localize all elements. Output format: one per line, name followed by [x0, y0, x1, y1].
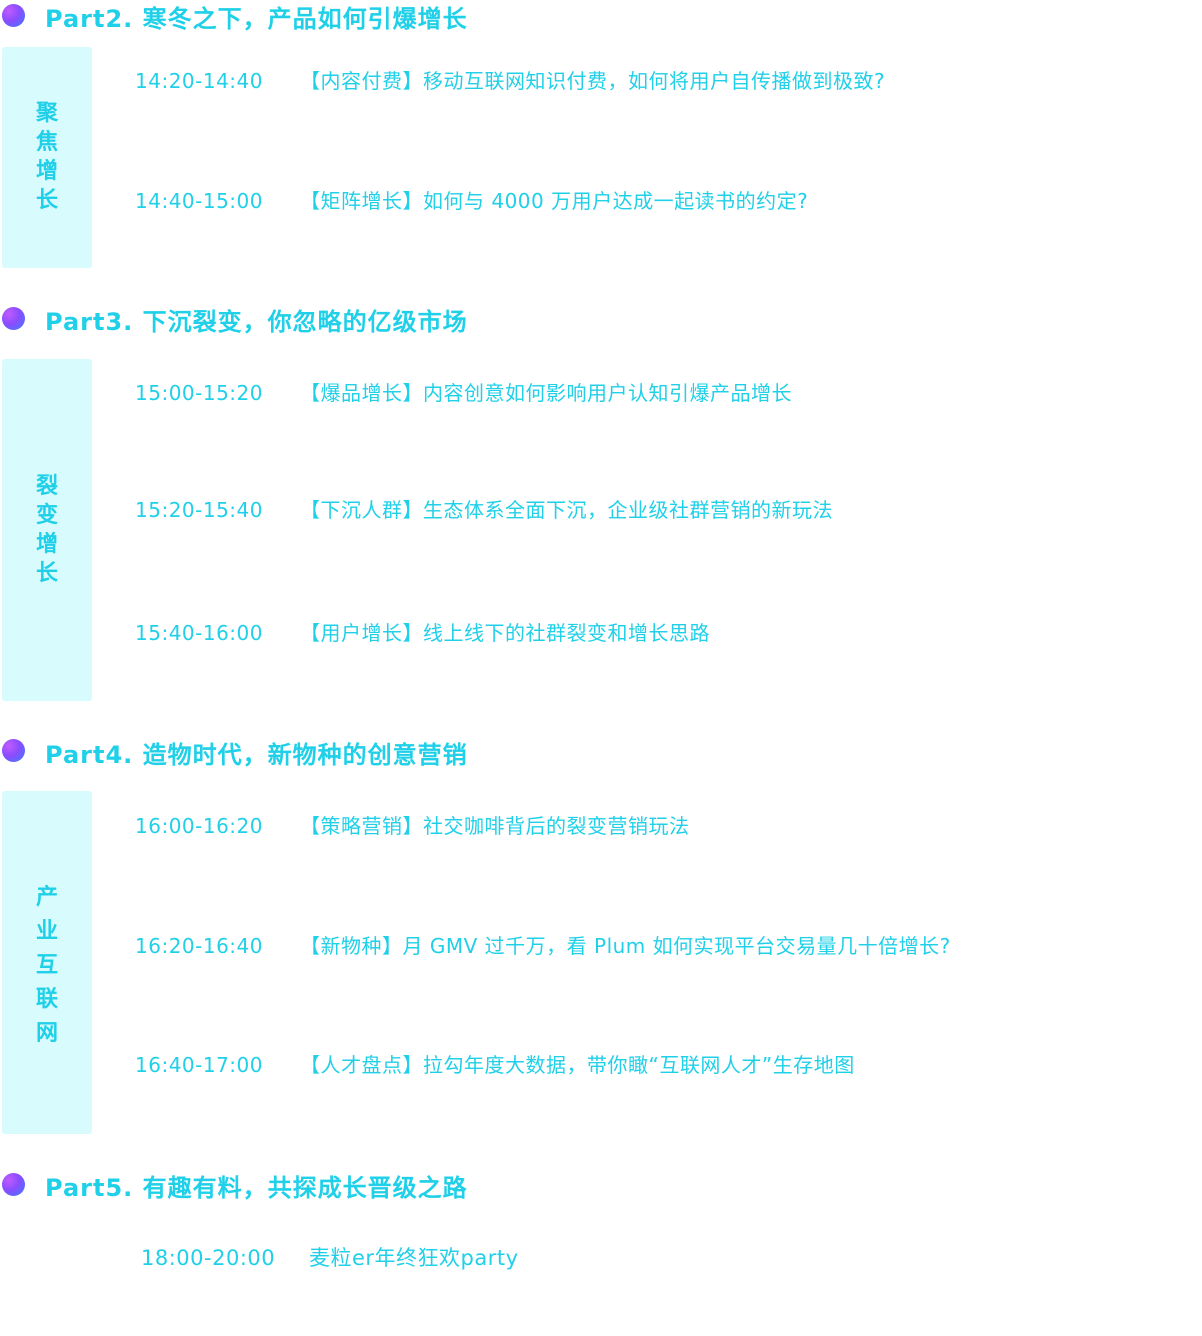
session-time: 16:20-16:40 [135, 934, 263, 958]
session-time: 15:40-16:00 [135, 621, 263, 645]
part3-side-label: 裂 变 增 长 [35, 474, 58, 586]
part2-title: Part2. 寒冬之下，产品如何引爆增长 [45, 5, 468, 33]
bullet-dot-icon [2, 307, 25, 330]
session-row: 14:40-15:00 【矩阵增长】如何与 4000 万用户达成一起读书的约定? [135, 187, 808, 215]
part3-side-box: 裂 变 增 长 [2, 359, 92, 701]
session-row: 18:00-20:00 麦粒er年终狂欢party [141, 1244, 519, 1272]
session-row: 15:40-16:00 【用户增长】线上线下的社群裂变和增长思路 [135, 619, 710, 647]
session-talk: 【下沉人群】生态体系全面下沉，企业级社群营销的新玩法 [300, 498, 833, 522]
bullet-dot-icon [2, 1173, 25, 1196]
part5-title: Part5. 有趣有料，共探成长晋级之路 [45, 1174, 468, 1202]
session-time: 15:00-15:20 [135, 381, 263, 405]
part3-title: Part3. 下沉裂变，你忽略的亿级市场 [45, 308, 468, 336]
bullet-dot-icon [2, 739, 25, 762]
session-time: 14:40-15:00 [135, 189, 263, 213]
part2-side-box: 聚 焦 增 长 [2, 47, 92, 268]
session-row: 16:00-16:20 【策略营销】社交咖啡背后的裂变营销玩法 [135, 812, 690, 840]
session-time: 14:20-14:40 [135, 69, 263, 93]
part4-header: Part4. 造物时代，新物种的创意营销 [0, 735, 600, 769]
part5-header: Part5. 有趣有料，共探成长晋级之路 [0, 1168, 600, 1202]
session-talk: 【内容付费】移动互联网知识付费，如何将用户自传播做到极致? [300, 69, 886, 93]
session-talk: 【矩阵增长】如何与 4000 万用户达成一起读书的约定? [300, 189, 809, 213]
session-talk: 【爆品增长】内容创意如何影响用户认知引爆产品增长 [300, 381, 792, 405]
session-talk: 【人才盘点】拉勾年度大数据，带你瞰“互联网人才”生存地图 [300, 1053, 855, 1077]
session-talk: 【用户增长】线上线下的社群裂变和增长思路 [300, 621, 710, 645]
session-row: 15:00-15:20 【爆品增长】内容创意如何影响用户认知引爆产品增长 [135, 379, 792, 407]
session-time: 16:00-16:20 [135, 814, 263, 838]
part4-title: Part4. 造物时代，新物种的创意营销 [45, 741, 468, 769]
part2-header: Part2. 寒冬之下，产品如何引爆增长 [0, 0, 600, 33]
session-row: 15:20-15:40 【下沉人群】生态体系全面下沉，企业级社群营销的新玩法 [135, 496, 833, 524]
session-talk: 麦粒er年终狂欢party [309, 1246, 519, 1270]
part2-side-label: 聚 焦 增 长 [35, 101, 58, 213]
session-talk: 【新物种】月 GMV 过千万，看 Plum 如何实现平台交易量几十倍增长? [300, 934, 951, 958]
session-time: 16:40-17:00 [135, 1053, 263, 1077]
part4-side-box: 产 业 互 联 网 [2, 791, 92, 1134]
session-talk: 【策略营销】社交咖啡背后的裂变营销玩法 [300, 814, 690, 838]
bullet-dot-icon [2, 4, 25, 27]
part4-side-label: 产 业 互 联 网 [35, 885, 58, 1046]
session-row: 16:40-17:00 【人才盘点】拉勾年度大数据，带你瞰“互联网人才”生存地图 [135, 1051, 855, 1079]
session-time: 18:00-20:00 [141, 1246, 276, 1270]
session-time: 15:20-15:40 [135, 498, 263, 522]
session-row: 14:20-14:40 【内容付费】移动互联网知识付费，如何将用户自传播做到极致? [135, 67, 885, 95]
session-row: 16:20-16:40 【新物种】月 GMV 过千万，看 Plum 如何实现平台交… [135, 932, 951, 960]
part3-header: Part3. 下沉裂变，你忽略的亿级市场 [0, 302, 600, 336]
